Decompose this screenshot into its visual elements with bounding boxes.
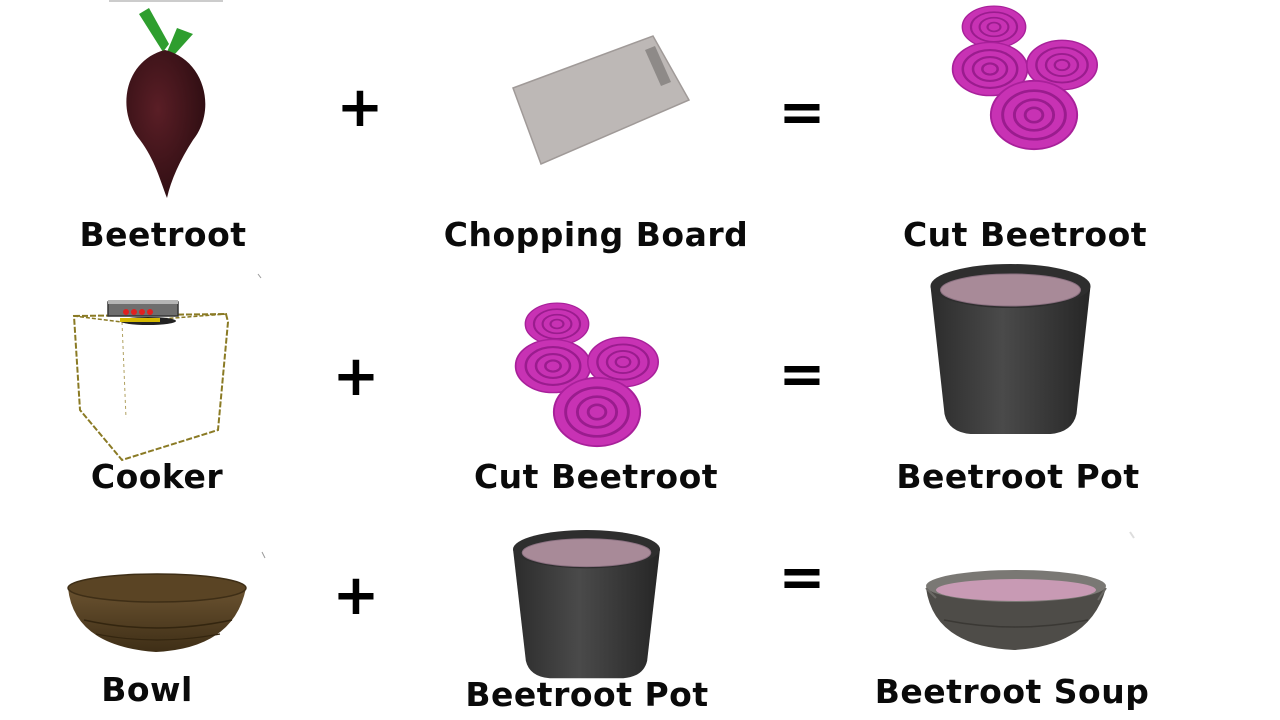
- beetroot-icon: [109, 0, 223, 198]
- recipe-1-result-label: Cut Beetroot: [902, 215, 1148, 254]
- recipe-1-ingredient-b-label: Chopping Board: [443, 215, 749, 254]
- recipe-3-equals-sign: =: [778, 545, 826, 610]
- beetroot-pot-icon: [513, 530, 660, 679]
- chopping-board-icon: [512, 35, 691, 166]
- recipe-2-plus-sign: +: [332, 344, 380, 409]
- cut-beetroot-icon: [951, 5, 1099, 151]
- recipe-3-result-label: Beetroot Soup: [874, 672, 1150, 711]
- recipe-2-ingredient-b-label: Cut Beetroot: [473, 457, 719, 496]
- recipe-3-plus-sign: +: [332, 563, 380, 628]
- recipe-2-equals-sign: =: [778, 342, 826, 407]
- cooker-icon: [72, 273, 262, 462]
- recipe-3-ingredient-b-label: Beetroot Pot: [465, 675, 709, 714]
- recipe-1-plus-sign: +: [336, 75, 384, 140]
- recipe-2-ingredient-a-label: Cooker: [90, 457, 224, 496]
- beetroot-soup-icon: [925, 531, 1135, 650]
- recipe-2-result-label: Beetroot Pot: [896, 457, 1140, 496]
- recipe-1-equals-sign: =: [778, 80, 826, 145]
- cut-beetroot-icon: [514, 302, 660, 448]
- recipe-1-ingredient-a-label: Beetroot: [79, 215, 247, 254]
- beetroot-pot-icon: [930, 264, 1091, 435]
- recipe-3-ingredient-a-label: Bowl: [101, 670, 193, 709]
- bowl-icon: [67, 551, 266, 652]
